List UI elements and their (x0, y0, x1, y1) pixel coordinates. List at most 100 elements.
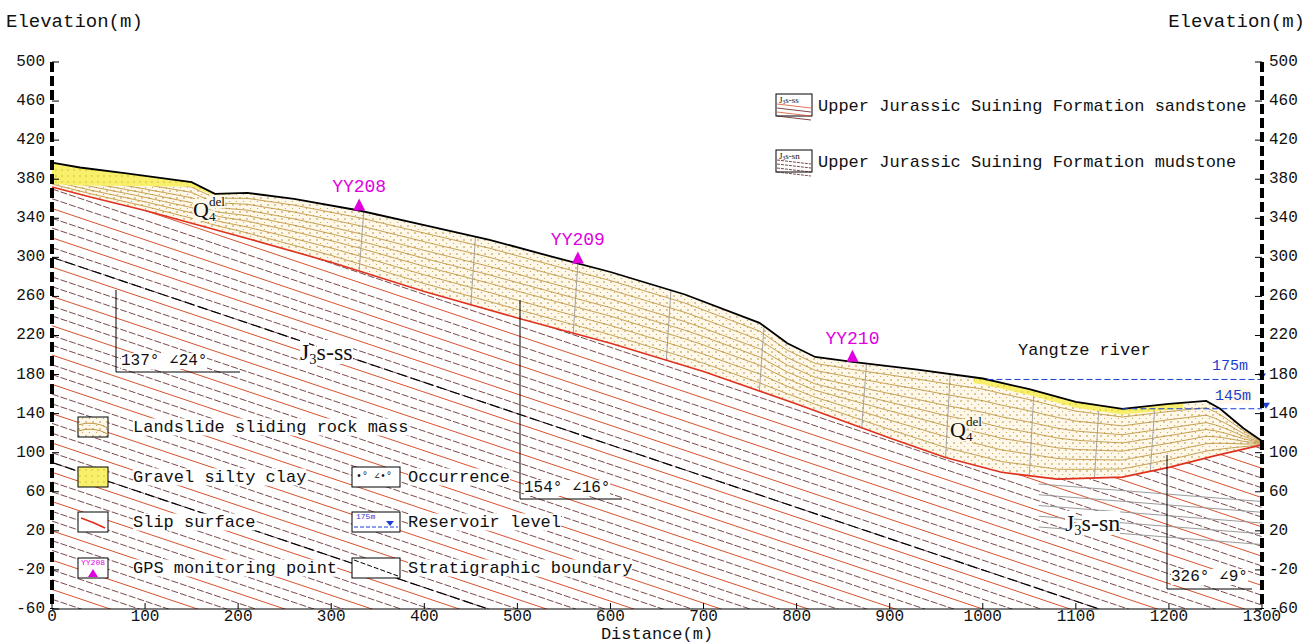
tick-mark (1255, 413, 1262, 414)
formation-label: J (1065, 511, 1074, 535)
tick-label: 340 (1269, 210, 1298, 226)
legend-swatch (776, 150, 812, 172)
stratum-line (52, 589, 1262, 609)
tick-label: 1300 (1243, 609, 1281, 625)
stratum-line (52, 580, 1262, 609)
formation-subscript: 4 (209, 210, 216, 223)
tick-label: 460 (16, 93, 45, 109)
stratum-line (52, 492, 1262, 609)
formation-label: Q (193, 199, 209, 221)
formation-label: s-ss (317, 340, 353, 364)
tick-mark (52, 257, 59, 258)
stratum-line (52, 130, 1262, 536)
tick-mark (52, 491, 59, 492)
formation-subscript: 3 (783, 156, 786, 161)
tick-label: 700 (689, 609, 718, 625)
tick-label: 20 (26, 523, 45, 539)
tick-label: 600 (596, 609, 625, 625)
tick-mark (1255, 179, 1262, 180)
stratum-line (52, 121, 1262, 527)
tick-label: 1100 (1057, 609, 1095, 625)
bedrock (52, 62, 1262, 609)
tick-label: 1200 (1150, 609, 1188, 625)
reservoir-label: 145m (1215, 389, 1251, 404)
tick-label: 100 (1269, 445, 1298, 461)
gps-marker (353, 198, 365, 210)
tick-mark (52, 296, 59, 297)
stratum-line (52, 189, 1262, 595)
swatch-line (777, 160, 811, 164)
geology (52, 62, 1262, 609)
stratum-line (52, 365, 1262, 609)
formation-label: J (779, 152, 783, 161)
mass-crack-line (946, 374, 951, 458)
formation-subscript: 3 (1074, 523, 1081, 537)
legend-swatch (78, 512, 108, 532)
tick-mark (1255, 491, 1262, 492)
tick-label: 340 (16, 210, 45, 226)
tick-label: 420 (1269, 132, 1298, 148)
tick-mark (52, 140, 59, 141)
legend-label: Stratigraphic boundary (408, 560, 632, 577)
occurrence-label: 154° ∠16° (524, 480, 610, 496)
stratum-line (52, 511, 1262, 609)
tick-label: 180 (16, 367, 45, 383)
tick-mark (1255, 296, 1262, 297)
tick-mark (52, 413, 59, 414)
tick-mark (1255, 140, 1262, 141)
tick-mark (1255, 218, 1262, 219)
formation-subscript: 4 (966, 430, 973, 443)
legend-label: GPS monitoring point (133, 560, 337, 577)
tick-mark (1255, 62, 1262, 63)
ground-surface (52, 163, 1262, 441)
swatch-line (354, 560, 398, 576)
tick-label: 20 (1269, 523, 1288, 539)
formation-subscript: 3 (309, 352, 316, 366)
swatch-line (354, 527, 398, 528)
reservoir-line (987, 379, 1262, 380)
occurrence-label: 137° ∠24° (121, 353, 207, 369)
legend-label: Upper Jurassic Suining Formation sandsto… (818, 98, 1246, 115)
stratum-line (52, 599, 1262, 609)
tick-mark (52, 452, 59, 453)
stratum-line (52, 541, 1262, 609)
legend-swatch (352, 512, 400, 532)
stratum-line (52, 521, 1262, 609)
tick-label: -20 (1269, 562, 1298, 578)
mass-crack-line (573, 263, 578, 333)
slip-surface (52, 187, 1262, 479)
tick-label: 900 (875, 609, 904, 625)
stratum-line (52, 62, 1262, 429)
swatch-line (777, 112, 811, 116)
stratum-line (52, 62, 1262, 468)
stratum-line (52, 82, 1262, 488)
swatch-line (777, 164, 811, 168)
tick-label: 380 (16, 171, 45, 187)
mass-structure-line (52, 184, 1262, 469)
legend-swatch (776, 94, 812, 116)
tick-mark (1255, 452, 1262, 453)
stratum-line (52, 482, 1262, 609)
formation-label: s-sn (1082, 511, 1121, 535)
tick-mark (1255, 569, 1262, 570)
mudstone-line (1039, 484, 1262, 502)
gps-marker (88, 569, 98, 577)
mass-crack-line (471, 237, 476, 305)
axis-title: Elevation(m) (6, 13, 143, 32)
tick-label: 460 (1269, 93, 1298, 109)
legend-swatch (352, 558, 400, 578)
reservoir-symbol (386, 521, 394, 526)
mass-crack-line (1029, 390, 1034, 475)
tick-mark (1255, 335, 1262, 336)
tick-label: 220 (1269, 327, 1298, 343)
stratum-line (52, 62, 1262, 449)
tick-label: 300 (16, 249, 45, 265)
stratum-line (52, 355, 1262, 609)
occurrence-leader (520, 300, 622, 499)
legend-label: Upper Jurassic Suining Formation mudston… (818, 154, 1236, 171)
mass-crack-line (359, 212, 364, 272)
mass-crack-line (666, 290, 671, 360)
legend-label: Gravel silty clay (133, 469, 306, 486)
stratum-line (52, 62, 1262, 459)
